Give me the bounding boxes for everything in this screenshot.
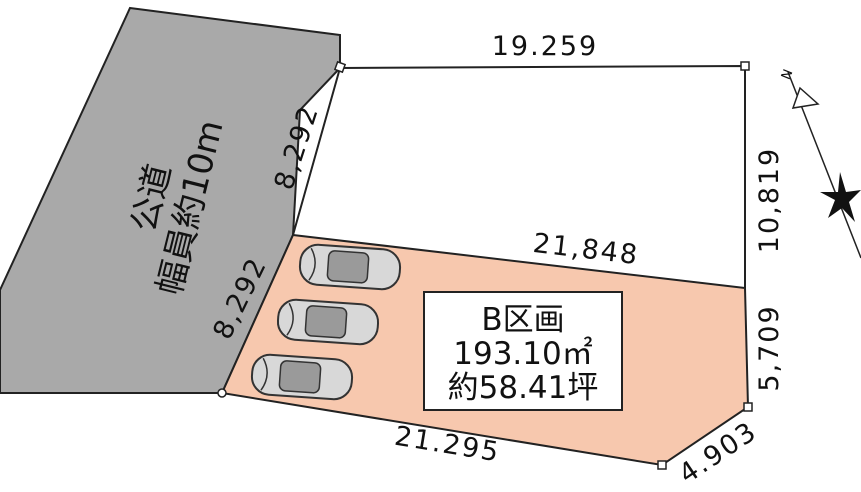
north-arrow-icon [791, 86, 820, 109]
upper-lot-outline [292, 64, 746, 288]
north-compass: N [779, 67, 861, 259]
lot-area-tsubo: 約58.41坪 [448, 370, 599, 406]
compass-star-icon [820, 172, 861, 222]
lot-label-box [423, 291, 623, 411]
lot-area-sqm: 193.10㎡ [453, 336, 592, 372]
car [250, 353, 354, 401]
survey-markers [217, 60, 753, 470]
north-letter: N [779, 67, 797, 82]
car [276, 298, 380, 346]
dimension-right-upper: 10,819 [754, 147, 785, 253]
dimension-top: 19.259 [492, 31, 598, 62]
dimension-right-lower: 5,709 [754, 304, 785, 391]
car [298, 243, 402, 291]
lot-name: B区画 [481, 302, 564, 338]
